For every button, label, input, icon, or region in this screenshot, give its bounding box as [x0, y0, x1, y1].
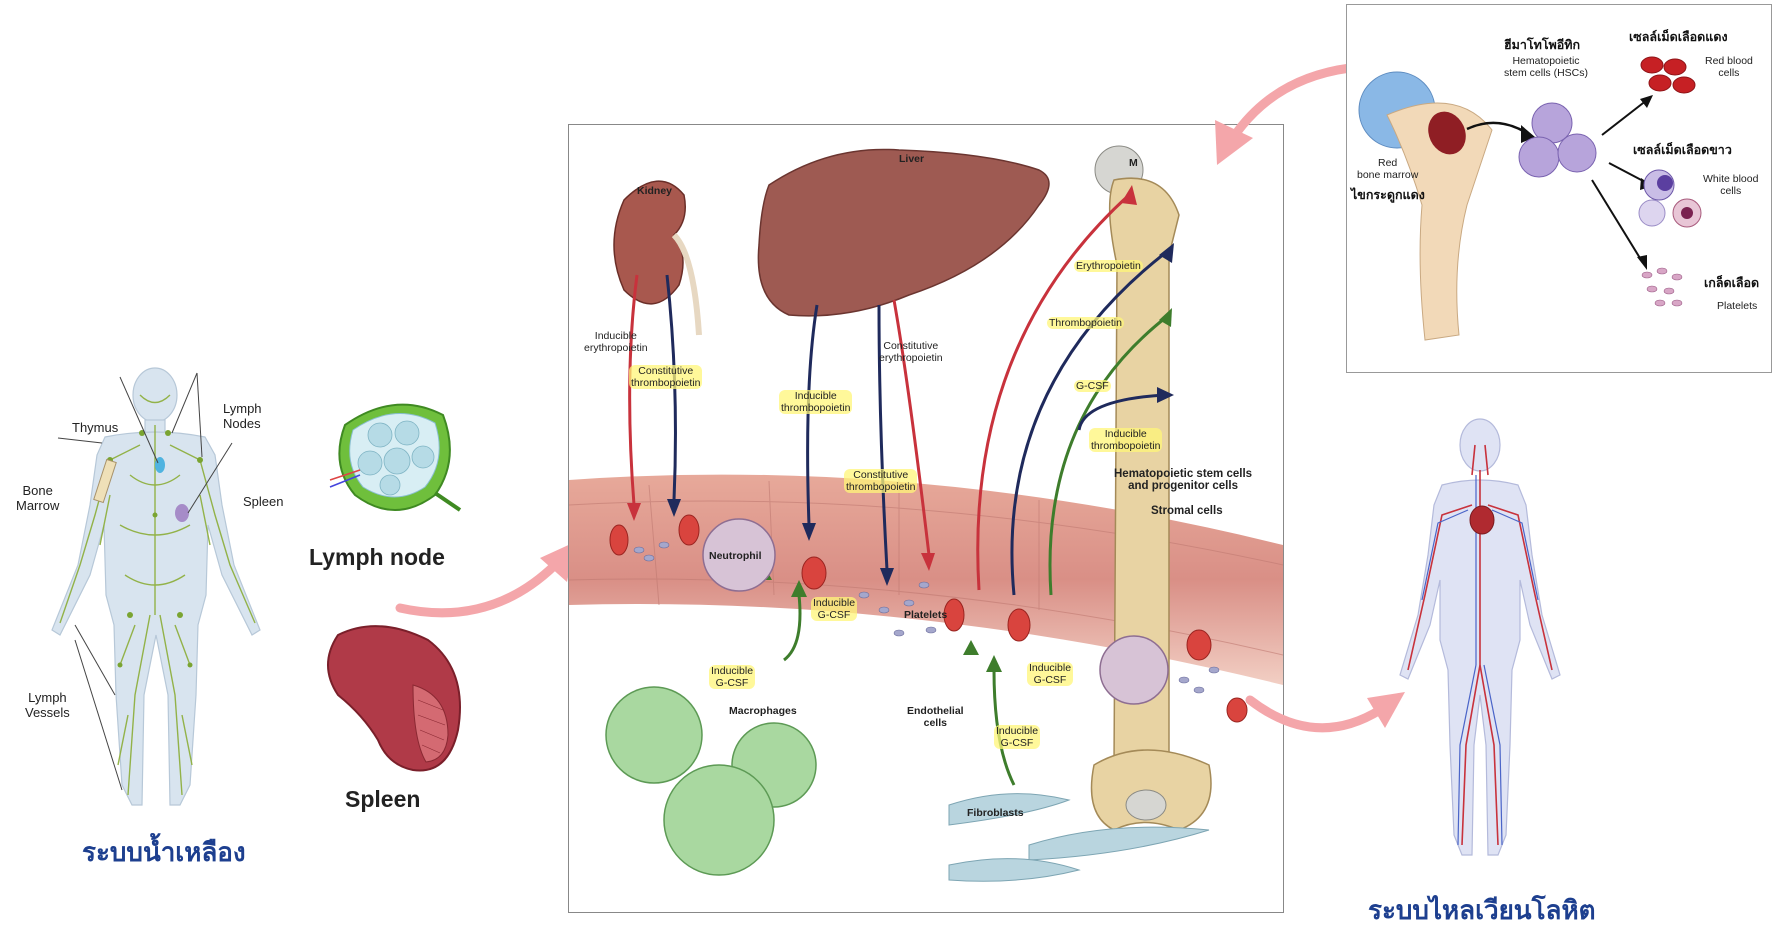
- liver-label: Liver: [899, 153, 924, 165]
- erythropoietin-label: Erythropoietin: [1074, 260, 1143, 272]
- rbc-thai-label: เซลล์เม็ดเลือดแดง: [1629, 27, 1728, 47]
- spleen-small-label: Spleen: [243, 494, 283, 509]
- endothelial-cells-label: Endothelial cells: [907, 705, 964, 729]
- inducible-tpo-bone-label: Inducible thrombopoietin: [1089, 428, 1162, 452]
- bone-marrow-label: Bone Marrow: [16, 483, 59, 513]
- red-marrow-en-label: Red bone marrow: [1357, 157, 1418, 181]
- hsc-label: Hematopoietic stem cells and progenitor …: [1114, 468, 1252, 492]
- wbc-cluster: [1639, 170, 1701, 227]
- platelets-en-label: Platelets: [1717, 300, 1757, 312]
- thrombopoietin-label: Thrombopoietin: [1047, 317, 1124, 329]
- platelets-label: Platelets: [904, 609, 947, 621]
- spleen-organ: [175, 504, 189, 522]
- circulatory-system-caption: ระบบไหลเวียนโลหิต: [1368, 890, 1596, 931]
- lymph-nodes-label: Lymph Nodes: [223, 401, 262, 431]
- pink-arrow-from-hema: [1195, 60, 1355, 170]
- wbc-thai-label: เซลล์เม็ดเลือดขาว: [1633, 140, 1732, 160]
- lymphatic-body-illustration: [10, 365, 300, 815]
- bone-m-label: M: [1129, 157, 1138, 169]
- inducible-gcsf-1-label: Inducible G-CSF: [811, 597, 857, 621]
- stromal-cells-label: Stromal cells: [1151, 505, 1223, 517]
- inducible-gcsf-3-label: Inducible G-CSF: [709, 665, 755, 689]
- macrophages-label: Macrophages: [729, 705, 797, 717]
- spleen-title: Spleen: [345, 786, 420, 813]
- platelets-thai-label: เกล็ดเลือด: [1704, 273, 1759, 293]
- hsc-en-label: Hematopoietic stem cells (HSCs): [1504, 55, 1588, 79]
- lymph-vessels-label: Lymph Vessels: [25, 690, 70, 720]
- constitutive-tpo-kidney-label: Constitutive thrombopoietin: [629, 365, 702, 389]
- fibroblasts-label: Fibroblasts: [967, 807, 1024, 819]
- spleen-illustration: [318, 620, 468, 780]
- pink-arrow-to-center: [395, 520, 585, 630]
- rbc-cluster: [1641, 57, 1695, 93]
- platelet-cluster: [1642, 268, 1682, 306]
- constitutive-epo-liver-label: Constitutive erythropoietin: [879, 340, 943, 364]
- hormone-regulation-panel: Liver Kidney M Inducible erythropoietin …: [568, 124, 1284, 913]
- hormone-panel-illustration: [569, 125, 1283, 912]
- wbc-en-label: White blood cells: [1703, 173, 1758, 197]
- neutrophil-label: Neutrophil: [709, 550, 762, 562]
- kidney-label: Kidney: [637, 185, 672, 197]
- constitutive-tpo-liver-label: Constitutive thrombopoietin: [844, 469, 917, 493]
- thymus-label: Thymus: [72, 420, 118, 435]
- lymph-node-illustration: [325, 385, 465, 525]
- heart-organ: [1470, 506, 1494, 534]
- gcsf-bone-label: G-CSF: [1074, 380, 1111, 392]
- inducible-epo-kidney-label: Inducible erythropoietin: [584, 330, 648, 354]
- kidney-organ: [614, 181, 699, 335]
- inducible-gcsf-2-label: Inducible G-CSF: [1027, 662, 1073, 686]
- inducible-tpo-liver-label: Inducible thrombopoietin: [779, 390, 852, 414]
- lymphatic-system-figure: [10, 365, 300, 815]
- rbc-en-label: Red blood cells: [1705, 55, 1753, 79]
- circulatory-system-figure: [1380, 415, 1580, 870]
- hsc-thai-label: ฮีมาโทโพอีทิก: [1504, 35, 1580, 55]
- red-marrow-thai-label: ไขกระดูกแดง: [1351, 185, 1425, 205]
- lymphatic-system-caption: ระบบน้ำเหลือง: [82, 832, 246, 873]
- hsc-cells: [1519, 103, 1596, 177]
- liver-organ: [758, 149, 1049, 315]
- inducible-gcsf-4-label: Inducible G-CSF: [994, 725, 1040, 749]
- hematopoiesis-panel: ฮีมาโทโพอีทิก Hematopoietic stem cells (…: [1346, 4, 1772, 373]
